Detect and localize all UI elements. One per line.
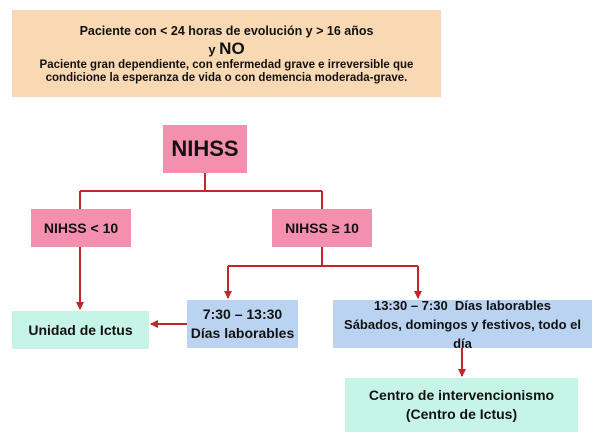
nihss-ge10-node: NIHSS ≥ 10 <box>272 209 372 247</box>
centro-intervencionismo-node: Centro de intervencionismo (Centro de Ic… <box>345 378 578 432</box>
afternoon-line-2: Sábados, domingos y festivos, todo el dí… <box>344 316 581 351</box>
centro-line-1: Centro de intervencionismo <box>368 387 555 403</box>
nihss-node: NIHSS <box>163 125 247 173</box>
morning-schedule-node: 7:30 – 13:30 Días laborables <box>187 300 298 348</box>
criteria-line-4: condicione la esperanza de vida o con de… <box>45 72 408 84</box>
morning-time: 7:30 – 13:30 <box>202 306 283 322</box>
criteria-conjunction: y <box>208 42 220 57</box>
criteria-line-3: Paciente gran dependiente, con enfermeda… <box>39 59 414 71</box>
criteria-box: Paciente con < 24 horas de evolución y >… <box>12 10 441 97</box>
unidad-ictus-node: Unidad de Ictus <box>12 311 149 349</box>
criteria-line-1: Paciente con < 24 horas de evolución y >… <box>79 24 374 38</box>
afternoon-line-1: 13:30 – 7:30 Días laborables <box>373 297 552 313</box>
nihss-lt10-node: NIHSS < 10 <box>31 209 131 247</box>
afternoon-schedule-node: 13:30 – 7:30 Días laborables Sábados, do… <box>333 298 592 351</box>
criteria-no: NO <box>219 39 245 58</box>
centro-line-2: (Centro de Ictus) <box>405 406 518 422</box>
morning-days: Días laborables <box>190 325 295 341</box>
criteria-line-2: y NO <box>208 40 244 59</box>
